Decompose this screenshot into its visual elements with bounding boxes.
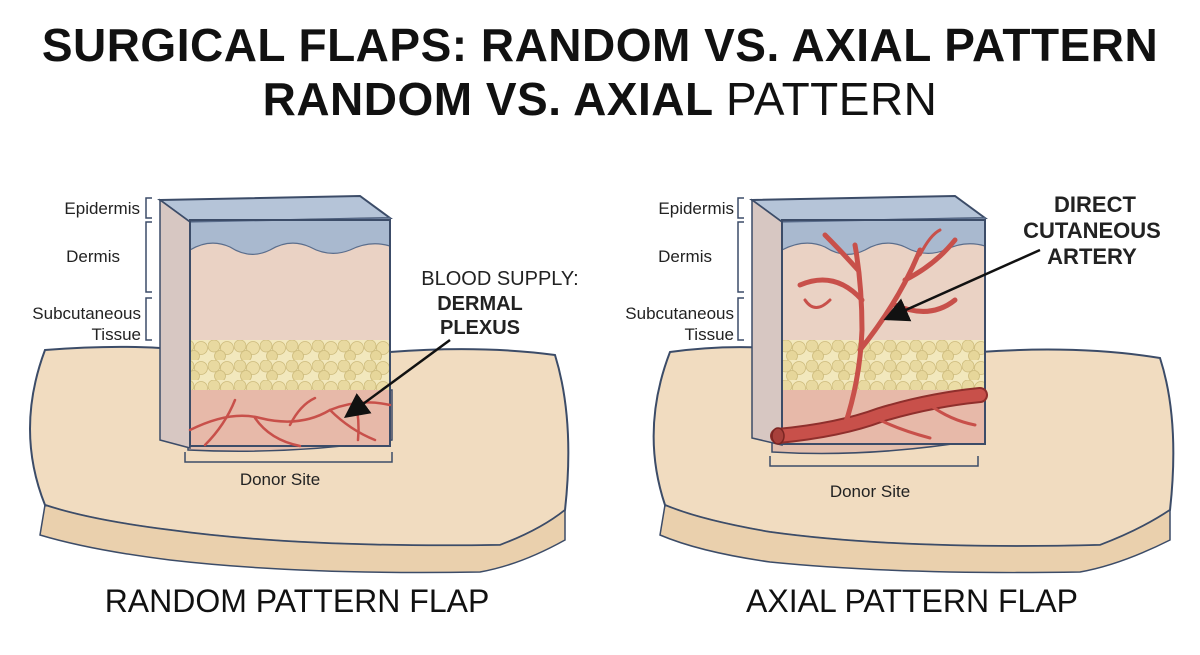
- left-callout-arrow: [343, 338, 451, 418]
- right-callout-line-1: DIRECT: [1054, 192, 1136, 217]
- left-skin-lower-band: [39, 504, 566, 574]
- axial-flap-panel: Epidermis Dermis Subcutaneous Tissue DIR…: [625, 192, 1175, 619]
- right-layer-brackets: [737, 197, 744, 341]
- right-fat: [782, 340, 985, 390]
- left-block-side: [159, 198, 191, 449]
- right-callout-line-3: ARTERY: [1047, 244, 1137, 269]
- title-line-2: RANDOM VS. AXIAL PATTERN: [0, 72, 1200, 126]
- left-caption: RANDOM PATTERN FLAP: [105, 583, 490, 619]
- left-block-outline: [189, 219, 391, 447]
- right-callout-arrow: [883, 248, 1041, 322]
- left-label-tissue: Tissue: [92, 325, 141, 344]
- random-flap-panel: Epidermis Dermis Subcutaneous Tissue BLO…: [29, 194, 579, 619]
- left-callout-line-3: PLEXUS: [440, 317, 520, 339]
- left-label-dermis: Dermis: [66, 247, 120, 266]
- title-line-1: SURGICAL FLAPS: RANDOM VS. AXIAL PATTERN: [41, 19, 1159, 71]
- right-block-side: [751, 198, 783, 446]
- right-caption: AXIAL PATTERN FLAP: [746, 583, 1078, 619]
- right-skin-lower-band: [659, 503, 1171, 574]
- right-donor-label: Donor Site: [830, 482, 910, 501]
- left-layer-brackets: [145, 197, 152, 341]
- right-donor-bracket: [769, 456, 979, 467]
- right-block-outline: [781, 219, 986, 445]
- left-donor-label: Donor Site: [240, 470, 320, 489]
- left-donor-bracket: [184, 452, 393, 463]
- left-callout-line-1: BLOOD SUPPLY:: [421, 268, 578, 290]
- left-callout-line-2: DERMAL: [437, 293, 523, 315]
- right-label-tissue: Tissue: [685, 325, 734, 344]
- left-epidermis: [189, 217, 391, 255]
- right-label-subcutaneous: Subcutaneous: [625, 304, 734, 323]
- right-label-dermis: Dermis: [658, 247, 712, 266]
- left-label-epidermis: Epidermis: [64, 199, 140, 218]
- title-line-2-light: PATTERN: [726, 73, 938, 125]
- left-fat: [190, 340, 390, 390]
- right-cutaneous-artery: [770, 228, 988, 445]
- right-label-epidermis: Epidermis: [658, 199, 734, 218]
- left-label-subcutaneous: Subcutaneous: [32, 304, 141, 323]
- right-callout-line-2: CUTANEOUS: [1023, 218, 1161, 243]
- title-line-2-bold: RANDOM VS. AXIAL: [262, 73, 713, 125]
